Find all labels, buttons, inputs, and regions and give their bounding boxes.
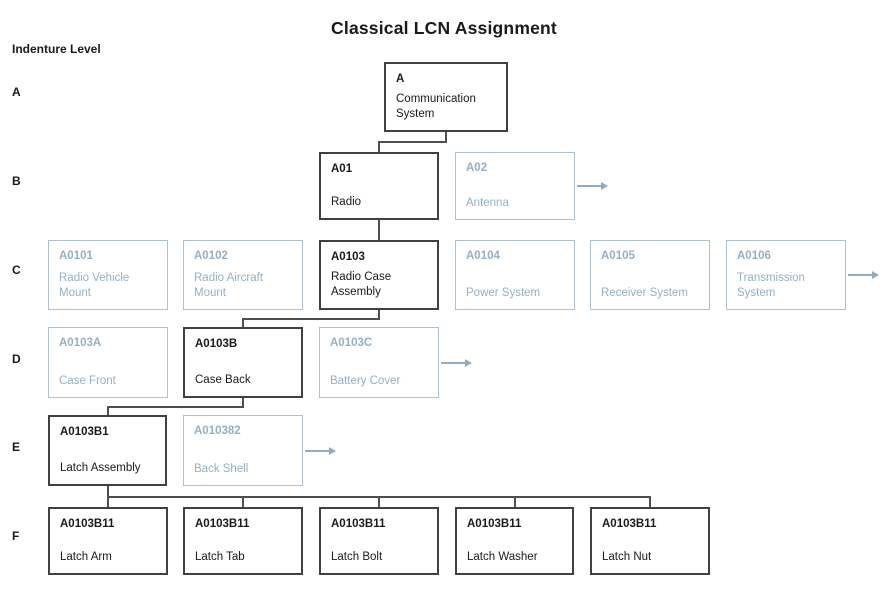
node-A: A Communication System <box>384 62 508 132</box>
node-code: A0103 <box>331 251 365 263</box>
connector-line <box>242 398 244 407</box>
node-name: Case Back <box>195 374 251 387</box>
level-letter-B: B <box>12 174 21 188</box>
node-name: Radio Vehicle Mount <box>59 272 130 300</box>
node-code: A0103B <box>195 338 238 350</box>
node-code: A0104 <box>466 250 500 262</box>
indenture-level-label: Indenture Level <box>12 42 101 56</box>
node-name: Transmission System <box>737 272 805 300</box>
node-code: A010382 <box>194 425 241 437</box>
node-code: A0103B1 <box>60 426 109 438</box>
connector-line <box>106 496 651 498</box>
level-letter-A: A <box>12 85 21 99</box>
node-name: Radio Aircraft Mount <box>194 272 264 300</box>
level-letter-D: D <box>12 352 21 366</box>
node-A0103A: A0103A Case Front <box>48 327 168 398</box>
node-code: A0103B11 <box>467 518 522 530</box>
continuation-arrowhead-icon <box>329 446 336 455</box>
connector-line <box>107 497 109 507</box>
continuation-arrow-icon <box>848 274 872 276</box>
continuation-arrow-icon <box>305 449 329 452</box>
node-name: Latch Washer <box>467 551 538 564</box>
level-letter-C: C <box>12 263 21 277</box>
continuation-arrow-icon <box>577 185 601 187</box>
node-code: A0103A <box>59 337 102 349</box>
connector-line <box>106 406 244 408</box>
node-name: Case Front <box>59 375 116 388</box>
node-name: Power System <box>466 287 541 300</box>
connector-line <box>106 407 109 415</box>
node-code: A0103C <box>330 337 373 349</box>
node-name: Latch Tab <box>195 551 245 564</box>
node-code: A02 <box>466 162 488 174</box>
continuation-arrowhead-icon <box>601 182 608 190</box>
node-code: A0101 <box>59 250 93 262</box>
node-code: A0103B11 <box>602 518 657 530</box>
continuation-arrowhead-icon <box>465 358 472 367</box>
connector-line <box>106 486 109 497</box>
connector-line <box>242 497 244 507</box>
node-code: A0103B11 <box>331 518 386 530</box>
node-A0103B: A0103B Case Back <box>183 327 303 398</box>
connector-line <box>378 497 380 507</box>
node-code: A0103B11 <box>195 518 250 530</box>
continuation-arrow-icon <box>441 361 465 364</box>
connector-line <box>378 220 380 230</box>
connector-line <box>242 318 380 320</box>
node-code: A0106 <box>737 250 771 262</box>
level-letter-E: E <box>12 440 21 454</box>
node-name: Radio <box>331 196 362 209</box>
connector-line <box>242 319 244 327</box>
level-letter-F: F <box>12 529 20 543</box>
diagram-title: Classical LCN Assignment <box>331 18 557 38</box>
connector-line <box>649 497 651 507</box>
node-name: Latch Assembly <box>60 462 141 475</box>
node-name: Receiver System <box>601 287 688 300</box>
node-name: Latch Bolt <box>331 551 383 564</box>
connector-line <box>378 142 380 152</box>
node-name: Battery Cover <box>330 375 401 388</box>
node-code: A <box>396 73 405 85</box>
node-name: Latch Nut <box>602 551 652 564</box>
connector-line <box>378 310 380 319</box>
connector-line <box>445 132 447 142</box>
connector-line <box>378 141 447 143</box>
node-A0103C: A0103C Battery Cover <box>319 327 439 398</box>
node-name: Antenna <box>466 197 509 210</box>
connector-line <box>513 497 516 507</box>
node-name: Latch Arm <box>60 551 112 564</box>
node-code: A0103B11 <box>60 518 115 530</box>
node-code: A01 <box>331 163 353 175</box>
node-name: Back Shell <box>194 463 249 476</box>
node-code: A0102 <box>194 250 228 262</box>
node-name: Radio Case Assembly <box>331 271 392 299</box>
connector-line <box>378 230 380 240</box>
node-code: A0105 <box>601 250 635 262</box>
node-name: Communication System <box>396 93 476 121</box>
continuation-arrowhead-icon <box>872 271 879 279</box>
